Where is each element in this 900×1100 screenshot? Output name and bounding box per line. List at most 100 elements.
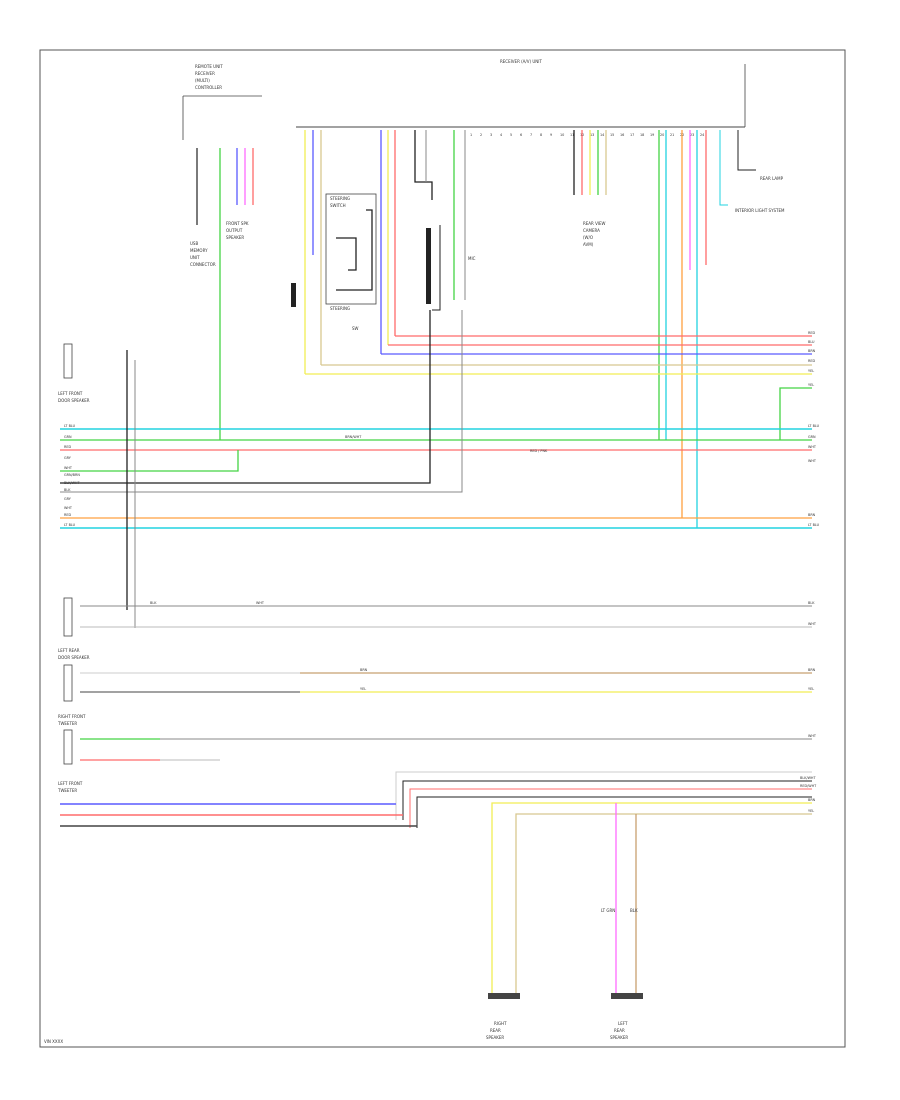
receiver-pin-label: 18 — [640, 133, 644, 137]
rear-view-camera — [414, 130, 441, 311]
camera-connector: REAR VIEW CAMERA (W/O AVM) — [573, 130, 607, 247]
receiver-pin-label: 7 — [530, 133, 532, 137]
svg-text:REMOTE UNIT: REMOTE UNIT — [195, 64, 223, 69]
svg-text:OUTPUT: OUTPUT — [226, 228, 243, 233]
svg-text:WHT: WHT — [64, 506, 73, 510]
svg-text:YEL: YEL — [808, 687, 814, 691]
svg-text:BRN: BRN — [808, 798, 816, 802]
svg-text:BRN: BRN — [360, 668, 368, 672]
svg-text:LEFT: LEFT — [618, 1021, 628, 1026]
svg-text:WHT: WHT — [808, 459, 817, 463]
svg-text:TWEETER: TWEETER — [57, 721, 77, 726]
receiver-pin-label: 14 — [600, 133, 604, 137]
svg-text:GRN: GRN — [64, 435, 72, 439]
remote-unit: REMOTE UNIT RECEIVER (MULTI) CONTROLLER — [182, 64, 262, 440]
svg-text:WHT: WHT — [256, 601, 265, 605]
splice-b-label: BLK — [630, 908, 638, 913]
svg-text:MEMORY: MEMORY — [190, 248, 208, 253]
svg-text:BRN: BRN — [808, 668, 816, 672]
svg-text:YEL: YEL — [808, 383, 814, 387]
svg-text:YEL: YEL — [808, 369, 814, 373]
svg-text:STEERING: STEERING — [330, 306, 350, 311]
mid-run-labels: BRN/WHT RED / PNK BLK WHT BRN YEL — [150, 435, 548, 691]
svg-text:CAMERA: CAMERA — [583, 228, 600, 233]
svg-text:GRN/BRN: GRN/BRN — [64, 473, 80, 477]
svg-text:BLK/WHT: BLK/WHT — [800, 776, 816, 780]
svg-text:LT BLU: LT BLU — [808, 424, 820, 428]
microphone: MIC — [453, 130, 476, 300]
svg-text:REAR VIEW: REAR VIEW — [583, 221, 606, 226]
receiver-pin-label: 11 — [570, 133, 574, 137]
svg-text:YEL: YEL — [808, 809, 814, 813]
svg-text:RED/WHT: RED/WHT — [800, 784, 817, 788]
rear-lamp-feed: REAR LAMP INTERIOR LIGHT SYSTEM — [719, 130, 785, 213]
svg-text:RED: RED — [64, 445, 71, 449]
svg-text:LT BLU: LT BLU — [808, 523, 820, 527]
svg-text:FRONT SPK: FRONT SPK — [226, 221, 249, 226]
page-id: VIN XXXX — [44, 1039, 63, 1044]
svg-text:RECEIVER: RECEIVER — [195, 71, 215, 76]
svg-text:INTERIOR LIGHT SYSTEM: INTERIOR LIGHT SYSTEM — [735, 208, 785, 213]
main-bus-lines — [60, 310, 812, 628]
receiver-pin-label: 16 — [620, 133, 624, 137]
svg-text:WHT: WHT — [808, 734, 817, 738]
receiver-pin-label: 21 — [670, 133, 674, 137]
svg-text:RED: RED — [64, 513, 71, 517]
svg-text:(MULTI): (MULTI) — [195, 78, 210, 83]
receiver-pin-label: 8 — [540, 133, 542, 137]
svg-text:BLK/WHT: BLK/WHT — [64, 481, 80, 485]
receiver-pin-label: 4 — [500, 133, 502, 137]
svg-text:CONTROLLER: CONTROLLER — [195, 85, 222, 90]
receiver-pin-label: 13 — [590, 133, 594, 137]
svg-text:RED: RED — [808, 331, 815, 335]
svg-text:BLK: BLK — [64, 488, 71, 492]
receiver-pin-label: 17 — [630, 133, 634, 137]
diagram-frame — [39, 49, 846, 1048]
receiver-trunk-lines — [304, 130, 707, 528]
svg-text:RED / PNK: RED / PNK — [530, 449, 548, 453]
lf-tweeter: LEFT FRONT TWEETER — [57, 781, 83, 793]
svg-text:WHT: WHT — [808, 622, 817, 626]
splice-a-label: LT GRN — [601, 908, 615, 913]
svg-text:GRN: GRN — [808, 435, 816, 439]
svg-text:DOOR SPEAKER: DOOR SPEAKER — [58, 398, 90, 403]
lr-door-speaker: LEFT REAR DOOR SPEAKER — [58, 597, 90, 702]
svg-text:USB: USB — [190, 241, 198, 246]
svg-text:WHT: WHT — [64, 466, 73, 470]
receiver-pin-label: 5 — [510, 133, 512, 137]
svg-text:SW: SW — [352, 326, 359, 331]
receiver-pin-label: 19 — [650, 133, 654, 137]
receiver-pin-label: 24 — [700, 133, 704, 137]
receiver-pin-row: 123456789101112131415161718192021222324 — [470, 133, 704, 137]
front-speaker-output: FRONT SPK OUTPUT SPEAKER — [226, 148, 254, 240]
svg-text:BLU: BLU — [808, 340, 815, 344]
svg-text:WHT: WHT — [808, 445, 817, 449]
svg-text:GRY: GRY — [64, 456, 72, 460]
svg-text:RIGHT: RIGHT — [494, 1021, 507, 1026]
receiver-pin-label: 6 — [520, 133, 522, 137]
svg-text:LT BLU: LT BLU — [64, 424, 76, 428]
svg-text:SPEAKER: SPEAKER — [226, 235, 244, 240]
receiver-pin-label: 9 — [550, 133, 552, 137]
receiver-pin-label: 15 — [610, 133, 614, 137]
svg-text:RED: RED — [808, 359, 815, 363]
svg-text:GRY: GRY — [64, 497, 72, 501]
lower-right-wire-labels: BLK WHT BRN YEL WHT BLK/WHT RED/WHT BRN … — [800, 601, 817, 813]
svg-text:REAR: REAR — [490, 1028, 501, 1033]
svg-text:BLK: BLK — [808, 601, 815, 605]
svg-text:CONNECTOR: CONNECTOR — [190, 262, 216, 267]
svg-text:BRN/WHT: BRN/WHT — [345, 435, 362, 439]
receiver-pin-label: 1 — [470, 133, 472, 137]
svg-text:LEFT REAR: LEFT REAR — [58, 648, 80, 653]
lower-speaker-runs — [60, 605, 812, 995]
svg-text:BRN: BRN — [808, 513, 816, 517]
upper-right-runs — [305, 335, 812, 440]
svg-text:MIC: MIC — [468, 256, 476, 261]
usb-connector: USB MEMORY UNIT CONNECTOR — [190, 241, 216, 267]
svg-text:LEFT FRONT: LEFT FRONT — [58, 391, 83, 396]
svg-text:AVM): AVM) — [583, 242, 594, 247]
right-wire-labels: RED BLU BRN RED YEL YEL LT BLU GRN WHT W… — [808, 331, 820, 527]
svg-text:SWITCH: SWITCH — [330, 203, 346, 208]
svg-text:SPEAKER: SPEAKER — [486, 1035, 504, 1040]
right-rear-speaker: RIGHT REAR SPEAKER — [486, 993, 520, 1040]
